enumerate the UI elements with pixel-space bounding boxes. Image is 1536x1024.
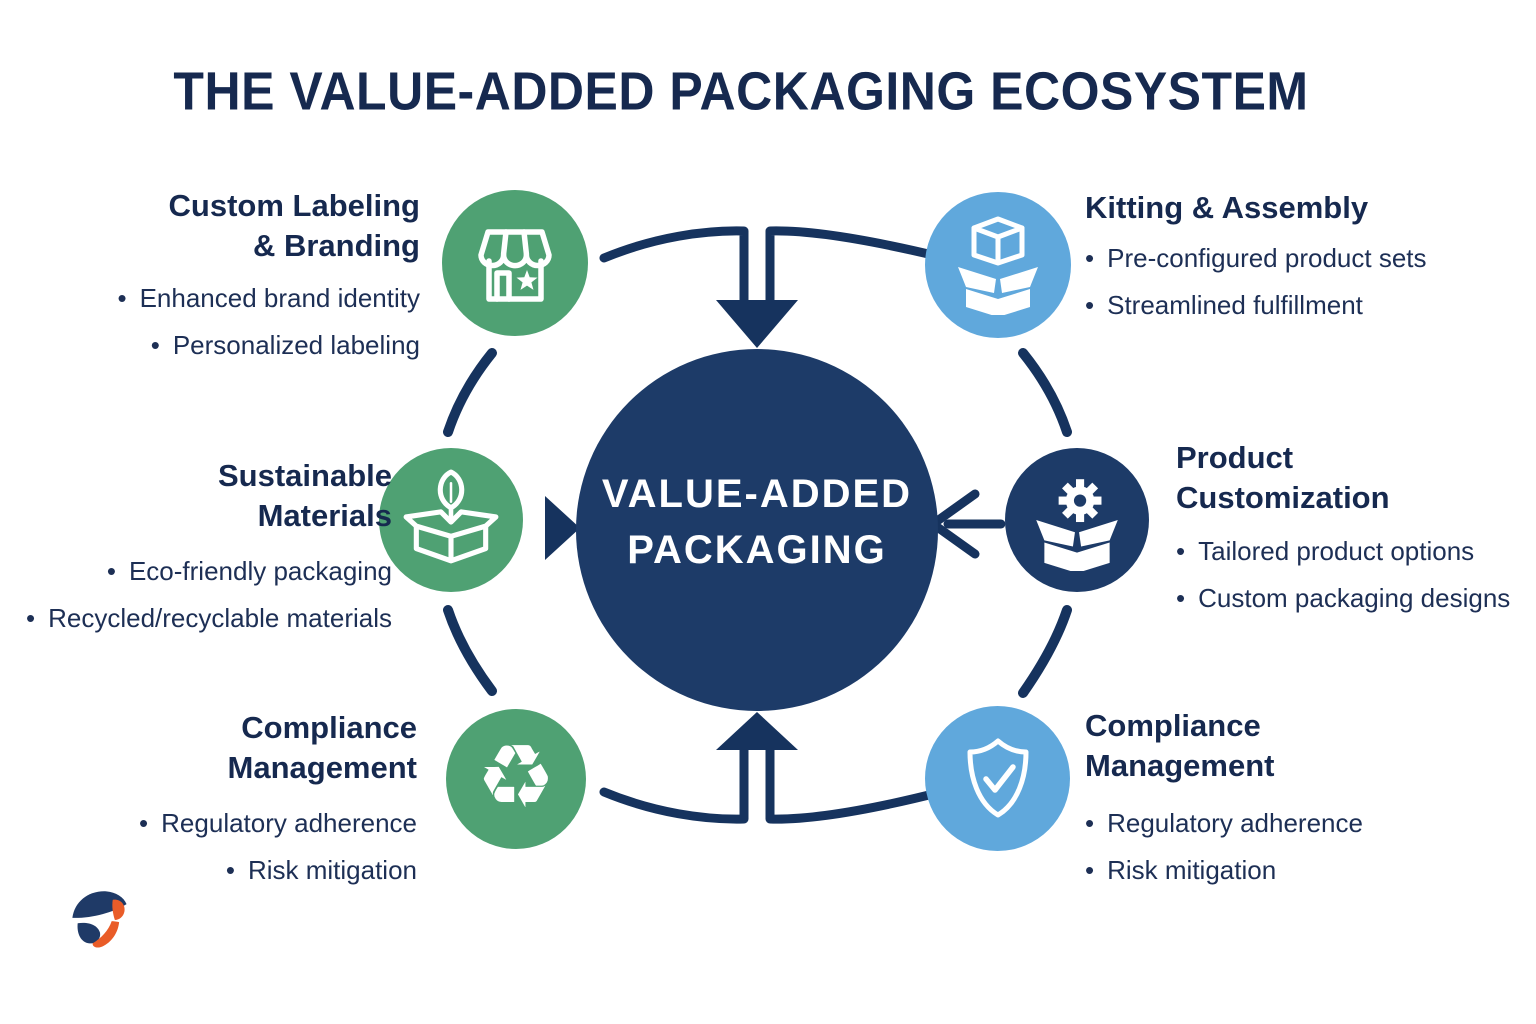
right-arrowhead xyxy=(545,496,580,560)
bullet-item: •Eco-friendly packaging xyxy=(106,556,392,586)
right-lower-arc xyxy=(1018,605,1072,698)
left-upper-arc xyxy=(443,348,497,437)
bullet-item: •Personalized labeling xyxy=(150,330,420,360)
recycle-icon: ♻ xyxy=(446,709,586,849)
bullet-dot: • xyxy=(225,855,235,885)
right-upper-arc xyxy=(1018,348,1072,437)
down-arrowhead xyxy=(716,300,798,348)
storefront-icon xyxy=(442,190,588,336)
bullet-list: •Eco-friendly packaging •Recycled/recycl… xyxy=(26,557,392,633)
bullet-list: •Pre-configured product sets •Streamline… xyxy=(1085,244,1427,320)
top-left-arc xyxy=(599,226,749,308)
node-title: Sustainable Materials xyxy=(218,458,392,533)
node-title: Kitting & Assembly xyxy=(1085,190,1369,225)
shield-check-icon xyxy=(925,706,1070,851)
up-arrowhead xyxy=(716,712,798,750)
bullet-item: •Risk mitigation xyxy=(1085,855,1277,885)
center-label-line2: PACKAGING xyxy=(627,528,887,572)
center-label-line1: VALUE-ADDED xyxy=(601,472,913,516)
bullet-dot: • xyxy=(1085,855,1095,885)
recycle-glyph: ♻ xyxy=(476,727,556,826)
bullet-item: •Streamlined fulfillment xyxy=(1085,290,1363,320)
bullet-dot: • xyxy=(1176,583,1186,613)
bullet-item: •Pre-configured product sets xyxy=(1085,243,1427,273)
node-title: Product Customization xyxy=(1176,440,1390,515)
bullet-list: •Enhanced brand identity •Personalized l… xyxy=(117,284,420,360)
top-right-arc xyxy=(765,226,946,308)
bullet-dot: • xyxy=(117,283,127,313)
center-node: VALUE-ADDED PACKAGING xyxy=(576,349,938,711)
bullet-dot: • xyxy=(150,330,160,360)
bullet-dot: • xyxy=(1085,808,1095,838)
bullet-dot: • xyxy=(106,556,116,586)
node-compliance-right: Compliance Management •Regulatory adhere… xyxy=(1085,706,1363,903)
leaf-box-icon xyxy=(379,448,523,592)
bullet-dot: • xyxy=(139,808,149,838)
bullet-list: •Regulatory adherence •Risk mitigation xyxy=(1085,809,1363,885)
bullet-dot: • xyxy=(1085,290,1095,320)
node-compliance-left: Compliance Management •Regulatory adhere… xyxy=(139,708,417,903)
bullet-item: •Custom packaging designs xyxy=(1176,583,1511,613)
bullet-item: •Tailored product options xyxy=(1176,536,1475,566)
node-title: Compliance Management xyxy=(227,710,417,785)
node-title: Compliance Management xyxy=(1085,708,1275,783)
page-title: THE VALUE-ADDED PACKAGING ECOSYSTEM xyxy=(173,61,1309,122)
bullet-dot: • xyxy=(1085,243,1095,273)
kitting-box-icon xyxy=(925,192,1071,338)
bullet-item: •Regulatory adherence xyxy=(139,808,417,838)
bullet-item: •Enhanced brand identity xyxy=(117,283,420,313)
bullet-list: •Tailored product options •Custom packag… xyxy=(1176,537,1510,613)
node-sustainable-materials: Sustainable Materials •Eco-friendly pack… xyxy=(26,456,392,651)
bottom-left-arc xyxy=(599,742,749,824)
bullet-dot: • xyxy=(1176,536,1186,566)
node-title: Custom Labeling & Branding xyxy=(168,188,420,263)
bullet-list: •Regulatory adherence •Risk mitigation xyxy=(139,809,417,885)
gear-box-icon xyxy=(1005,448,1149,592)
node-kitting-assembly: Kitting & Assembly •Pre-configured produ… xyxy=(1085,188,1427,338)
bullet-item: •Regulatory adherence xyxy=(1085,808,1363,838)
bottom-right-arc xyxy=(765,742,946,824)
node-product-customization: Product Customization •Tailored product … xyxy=(1176,438,1510,631)
left-lower-arc xyxy=(443,605,497,696)
bullet-dot: • xyxy=(25,603,36,633)
brand-logo xyxy=(72,891,127,948)
bullet-item: •Risk mitigation xyxy=(225,855,417,885)
node-custom-labeling: Custom Labeling & Branding •Enhanced bra… xyxy=(117,186,420,378)
bullet-item: •Recycled/recyclable materials xyxy=(25,603,392,633)
